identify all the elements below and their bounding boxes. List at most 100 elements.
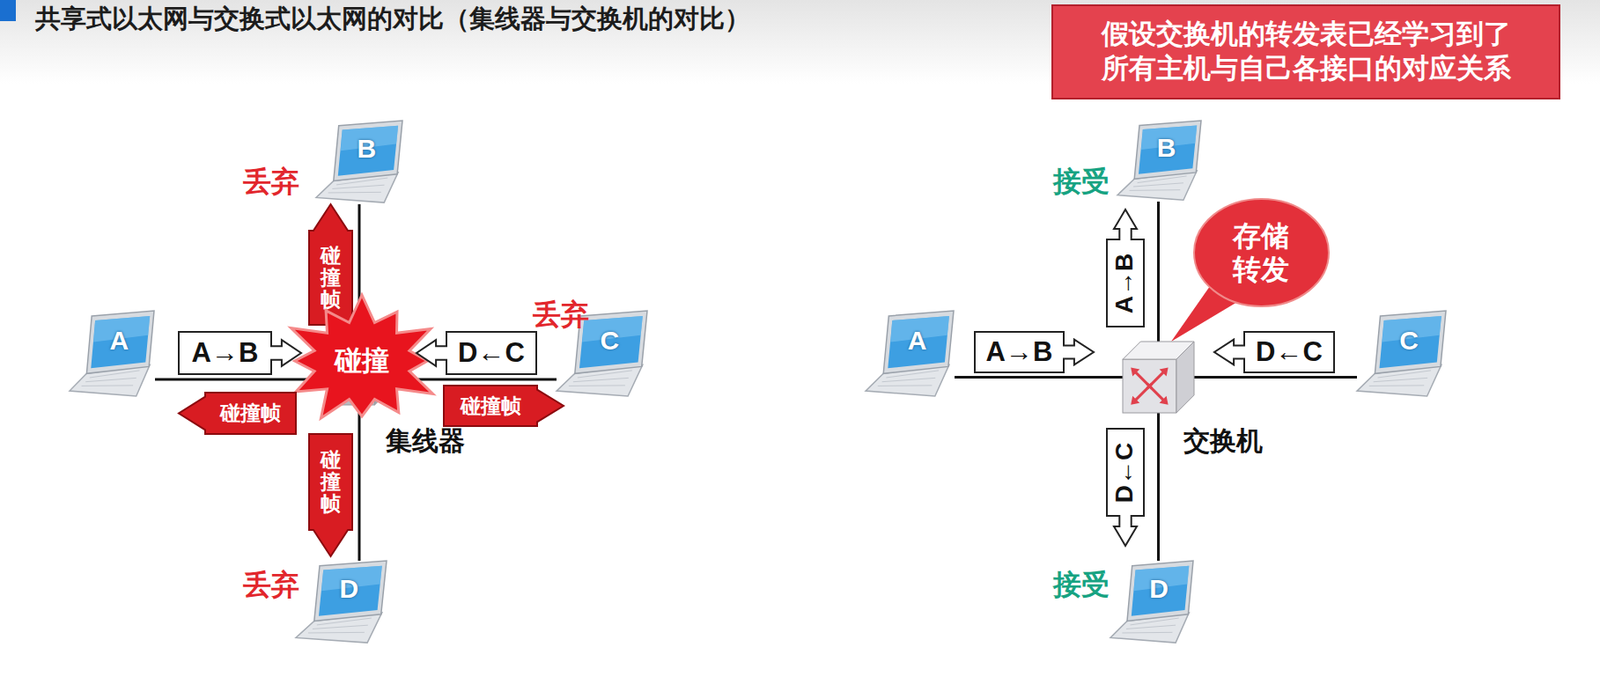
host-letter: B: [1157, 132, 1177, 163]
laptop-keys: [1373, 377, 1428, 382]
host-laptop: B: [316, 120, 404, 205]
host-laptop: D: [295, 560, 388, 645]
laptop-keys: [331, 184, 384, 189]
device-side: [1176, 341, 1195, 413]
laptop-keys: [877, 384, 933, 387]
frame-arrow-shape: [1106, 209, 1144, 327]
result-label: 丢弃: [532, 295, 590, 335]
collision-frame-text: 碰撞帧: [220, 399, 281, 428]
collision-frame-arrow: 碰撞帧: [309, 434, 353, 557]
laptop-screen-frame: [333, 120, 403, 181]
collision-arrow-shape: [178, 392, 296, 435]
device-label: 集线器: [385, 426, 465, 456]
result-label: 丢弃: [243, 162, 300, 202]
laptop-screen-frame: [1127, 560, 1194, 621]
host-letter: D: [1149, 574, 1169, 605]
host-laptop: D: [1110, 560, 1195, 645]
collision-frame-arrow: 碰撞帧: [443, 385, 564, 427]
frame-arrow-shape: [178, 331, 302, 375]
collision-arrow-shape: [443, 385, 564, 427]
laptop-keys: [328, 191, 382, 194]
laptop-keys: [1369, 384, 1424, 387]
laptop-screen: [1138, 125, 1197, 175]
switch-arrowhead: [1159, 396, 1169, 406]
switch-arrow: [1147, 383, 1166, 403]
network-cable: [1157, 201, 1160, 342]
laptop-screen-frame: [86, 310, 155, 374]
frame-arrow: D←C: [416, 331, 537, 375]
laptop-keys: [312, 625, 369, 629]
laptop-screen: [1131, 566, 1190, 617]
laptop-screen: [887, 316, 950, 369]
network-cable: [358, 405, 362, 561]
laptop-screen: [1379, 316, 1442, 369]
result-label: 接受: [1053, 566, 1110, 605]
frame-direction-text: D←C: [1255, 336, 1323, 369]
note-box: [1052, 5, 1560, 99]
laptop-screen: [338, 125, 399, 177]
host-letter: D: [339, 574, 359, 605]
laptop-keys: [1126, 625, 1176, 629]
host-laptop: A: [865, 310, 955, 399]
host-letter: C: [599, 325, 620, 356]
result-label: 丢弃: [243, 566, 300, 605]
laptop-keys: [81, 384, 134, 387]
store-forward-callout: 存储 转发: [1194, 199, 1329, 307]
callout-bubble: [1194, 199, 1329, 307]
store-forward-callout-shape: [1194, 199, 1329, 307]
collision-text: 碰撞: [334, 342, 390, 380]
frame-arrow: A→B: [974, 331, 1094, 373]
collision-frame-arrow: 碰撞帧: [309, 204, 353, 325]
network-cable: [954, 376, 1123, 379]
host-laptop: A: [69, 310, 155, 399]
frame-arrow-shape: [1214, 331, 1335, 373]
callout-text: 存储 转发: [1223, 219, 1299, 288]
frame-arrow-shape: [974, 331, 1094, 373]
laptop-keys: [85, 377, 137, 382]
network-cable: [1194, 376, 1357, 379]
result-label: 接受: [1053, 162, 1110, 202]
laptop-screen-frame: [1374, 310, 1446, 374]
laptop-screen-frame: [314, 560, 387, 621]
collision-arrow-shape: [309, 204, 353, 325]
host-laptop: B: [1117, 120, 1202, 202]
host-letter: B: [357, 133, 377, 164]
laptop-keys: [1128, 189, 1180, 192]
laptop-keys: [1121, 632, 1173, 635]
slide-title: 共享式以太网与交换式以太网的对比（集线器与交换机的对比）: [35, 1, 751, 37]
collision-frame-text: 碰撞帧: [320, 244, 341, 312]
host-letter: A: [907, 325, 928, 356]
frame-direction-text: A→B: [1111, 252, 1140, 313]
network-cable: [154, 378, 329, 382]
laptop-keys: [573, 377, 629, 382]
host-letter: A: [109, 325, 129, 356]
collision-frame-text: 碰撞帧: [460, 392, 522, 421]
frame-arrow: A→B: [178, 331, 302, 375]
collision-burst: 碰撞: [280, 294, 444, 428]
laptop-screen-frame: [883, 310, 954, 374]
frame-direction-text: A→B: [191, 337, 259, 369]
laptop-screen: [318, 566, 383, 617]
laptop-screen: [90, 316, 150, 369]
frame-direction-text: A→B: [986, 336, 1054, 369]
laptop-screen-frame: [1134, 120, 1202, 179]
collision-burst-shape: [291, 294, 434, 419]
title-tab: [0, 0, 16, 22]
frame-direction-text: D←C: [1111, 442, 1140, 502]
collision-arrow-shape: [309, 434, 353, 557]
note-text: 假设交换机的转发表已经学习到了 所有主机与自己各接口的对应关系: [1069, 17, 1542, 87]
device-front: [1122, 359, 1177, 413]
frame-direction-text: D←C: [457, 337, 525, 369]
switch-device-shape: [1122, 341, 1195, 413]
laptop-keys: [882, 377, 937, 382]
frame-arrow: D←C: [1214, 331, 1335, 373]
laptop-keys: [1133, 183, 1184, 187]
network-cable: [1157, 412, 1160, 561]
host-laptop: C: [1356, 310, 1447, 399]
collision-frame-arrow: 碰撞帧: [178, 392, 296, 435]
laptop-keys: [308, 632, 365, 635]
switch-arrowhead: [1159, 367, 1169, 377]
assumption-note: 假设交换机的转发表已经学习到了 所有主机与自己各接口的对应关系: [1052, 5, 1560, 99]
collision-frame-text: 碰撞帧: [320, 449, 341, 517]
frame-arrow: A→B: [1106, 209, 1144, 327]
